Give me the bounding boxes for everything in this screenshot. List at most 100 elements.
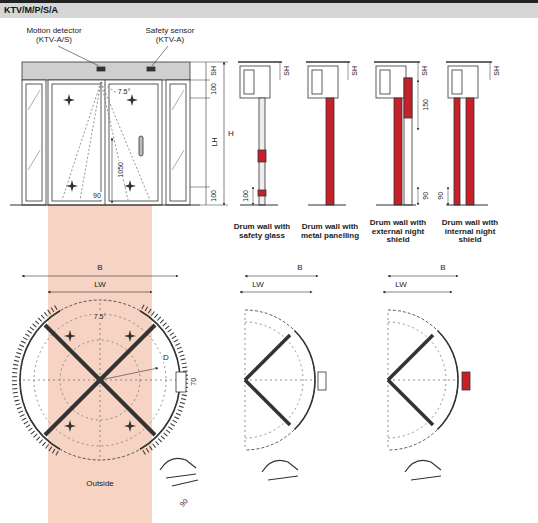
plan-night-shield-part: [388, 276, 458, 277]
angle-label: 7.5°: [93, 313, 108, 321]
plan-metal-part: [318, 372, 326, 390]
section-caption: Drum wall with internal night shield: [436, 219, 504, 245]
section-internal-night-shield-part: [448, 187, 449, 205]
plan-night-shield-part: [462, 372, 470, 390]
dimension-label: LW: [93, 281, 106, 290]
front-elevation-part: [109, 84, 158, 201]
section-external-night-shield-part: [374, 61, 420, 63]
section-safety-glass-part: [238, 61, 282, 63]
sensor-icons-plan-part: [124, 330, 136, 342]
dimension-label: LW: [394, 281, 407, 290]
plan-full-part: [100, 368, 158, 380]
front-elevation-part: [101, 82, 118, 94]
section-external-night-shield-part: [376, 204, 416, 205]
front-elevation-part: [190, 187, 210, 188]
plan-night-shield-part: [383, 292, 452, 293]
section-caption: Drum wall with metal panelling: [296, 223, 364, 241]
front-elevation-part: [26, 84, 42, 201]
plan-metal-part: [245, 322, 303, 438]
section-safety-glass-part: [259, 98, 265, 205]
front-elevation-part: [22, 80, 46, 205]
plan-full: [14, 276, 198, 486]
sensor-icons: [63, 94, 138, 192]
dimension-label: SH: [283, 65, 291, 77]
plan-full-part: [48, 292, 152, 293]
dimension-label: SH: [210, 65, 218, 77]
front-elevation-part: [10, 204, 200, 205]
section-internal-night-shield-part: [454, 98, 460, 205]
plan-full-part: [20, 300, 180, 460]
front-elevation-part: [58, 46, 99, 66]
section-metal-panelling-part: [312, 70, 322, 94]
sensor-icons-part: [124, 180, 136, 192]
dimension-label: H: [227, 130, 235, 139]
dimension-label: 90: [437, 191, 445, 201]
front-elevation-part: [22, 62, 190, 80]
front-elevation-part: [112, 138, 113, 203]
section-external-night-shield-part: [394, 98, 402, 205]
section-external-night-shield-part: [376, 66, 406, 98]
plan-metal-part: [262, 460, 298, 480]
section-safety-glass-part: [244, 70, 254, 94]
title-bar: KTV/M/P/S/A: [0, 0, 538, 18]
section-safety-glass-part: [280, 62, 281, 80]
section-internal-night-shield-part: [452, 70, 462, 94]
dimension-label: LH: [210, 137, 218, 148]
section-internal-night-shield: [446, 62, 492, 205]
section-caption: Drum wall with safety glass: [228, 223, 296, 241]
section-internal-night-shield-part: [448, 66, 478, 98]
section-external-night-shield-part: [404, 78, 412, 205]
plan-metal-part: [245, 310, 315, 450]
section-metal-panelling-part: [326, 98, 334, 205]
section-external-night-shield-part: [380, 70, 390, 94]
section-external-night-shield-part: [418, 80, 419, 130]
title: KTV/M/P/S/A: [0, 3, 538, 15]
dimension-label: B: [296, 264, 303, 273]
front-elevation-part: [190, 98, 210, 99]
front-elevation-part: [224, 62, 225, 205]
angle-label: 7.5°: [117, 88, 132, 96]
plan-metal-part: [245, 310, 315, 450]
section-external-night-shield: [374, 62, 420, 205]
plan-metal: [240, 276, 326, 480]
section-external-night-shield-part: [404, 78, 412, 118]
front-elevation-part: [62, 82, 150, 200]
dimension-label: 90: [92, 192, 102, 200]
plan-metal-part: [240, 292, 312, 293]
dimension-label: 1050: [117, 161, 125, 179]
section-external-night-shield-part: [418, 62, 419, 80]
section-internal-night-shield-part: [446, 204, 488, 205]
front-elevation-part: [152, 46, 168, 66]
plan-night-shield-part: [388, 380, 433, 425]
section-metal-panelling: [306, 62, 350, 205]
plan-metal-part: [245, 276, 318, 277]
plan-metal-part: [245, 335, 290, 380]
plan-night-shield-part: [388, 310, 458, 450]
dimension-label: 100: [242, 189, 250, 203]
dimension-label: 150: [422, 98, 430, 112]
dimension-label: 100: [210, 82, 218, 96]
sensor-icons-plan-part: [64, 330, 76, 342]
dimension-label: SH: [493, 65, 501, 77]
section-metal-panelling-part: [308, 204, 346, 205]
front-elevation: [10, 46, 228, 205]
section-safety-glass-part: [258, 150, 266, 162]
plan-full-part: [176, 372, 186, 392]
front-elevation-part: [190, 62, 228, 63]
plan-full-part: [160, 458, 198, 486]
dimension-label: SH: [351, 65, 359, 77]
dimension-label: D: [162, 354, 170, 363]
sensor-icons-plan: [64, 330, 136, 432]
region-label: Outside: [85, 480, 115, 489]
sensor-icons-plan-part: [64, 420, 76, 432]
section-safety-glass-part: [240, 66, 270, 98]
callout-label: Motion detector (KTV-A/S): [18, 27, 90, 45]
dimension-label: B: [96, 264, 103, 273]
plan-night-shield-part: [388, 335, 433, 380]
section-metal-panelling-part: [306, 61, 350, 63]
front-elevation-part: [48, 80, 162, 205]
dimension-label: 90: [422, 191, 430, 201]
section-safety-glass-part: [258, 190, 266, 196]
